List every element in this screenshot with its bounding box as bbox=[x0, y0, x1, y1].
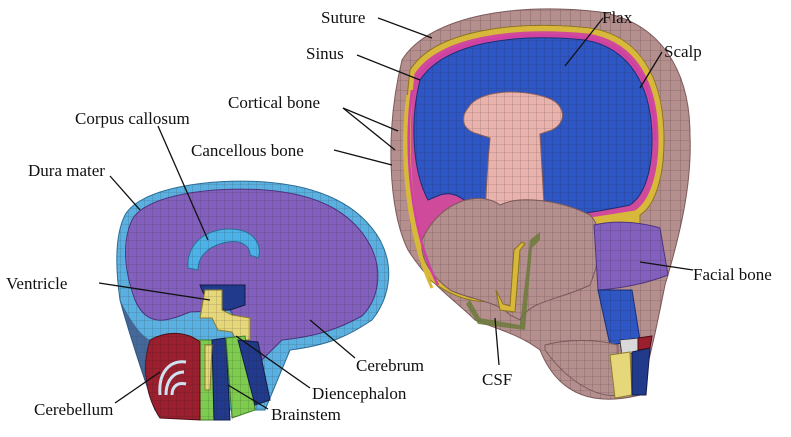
label-cortical-bone: Cortical bone bbox=[228, 93, 320, 112]
cortical-leader-2 bbox=[343, 108, 395, 150]
label-scalp: Scalp bbox=[664, 42, 702, 61]
label-flax: Flax bbox=[602, 8, 633, 27]
jaw-red bbox=[638, 336, 652, 350]
label-sinus: Sinus bbox=[306, 44, 344, 63]
label-facial-bone: Facial bone bbox=[693, 265, 772, 284]
label-suture: Suture bbox=[321, 8, 365, 27]
dura-mater-leader bbox=[110, 176, 140, 210]
cancellous-leader bbox=[334, 150, 392, 165]
label-cancellous-bone: Cancellous bone bbox=[191, 141, 304, 160]
cortical-leader-1 bbox=[343, 108, 398, 131]
label-ventricle: Ventricle bbox=[6, 274, 67, 293]
label-cerebrum: Cerebrum bbox=[356, 356, 424, 375]
label-corpus-callosum: Corpus callosum bbox=[75, 109, 190, 128]
label-diencephalon: Diencephalon bbox=[312, 384, 407, 403]
head-model bbox=[391, 9, 690, 399]
label-cerebellum: Cerebellum bbox=[34, 400, 113, 419]
jaw-blue bbox=[632, 348, 650, 395]
suture-leader bbox=[378, 18, 432, 38]
label-brainstem: Brainstem bbox=[271, 405, 341, 424]
label-dura-mater: Dura mater bbox=[28, 161, 105, 180]
label-csf: CSF bbox=[482, 370, 512, 389]
